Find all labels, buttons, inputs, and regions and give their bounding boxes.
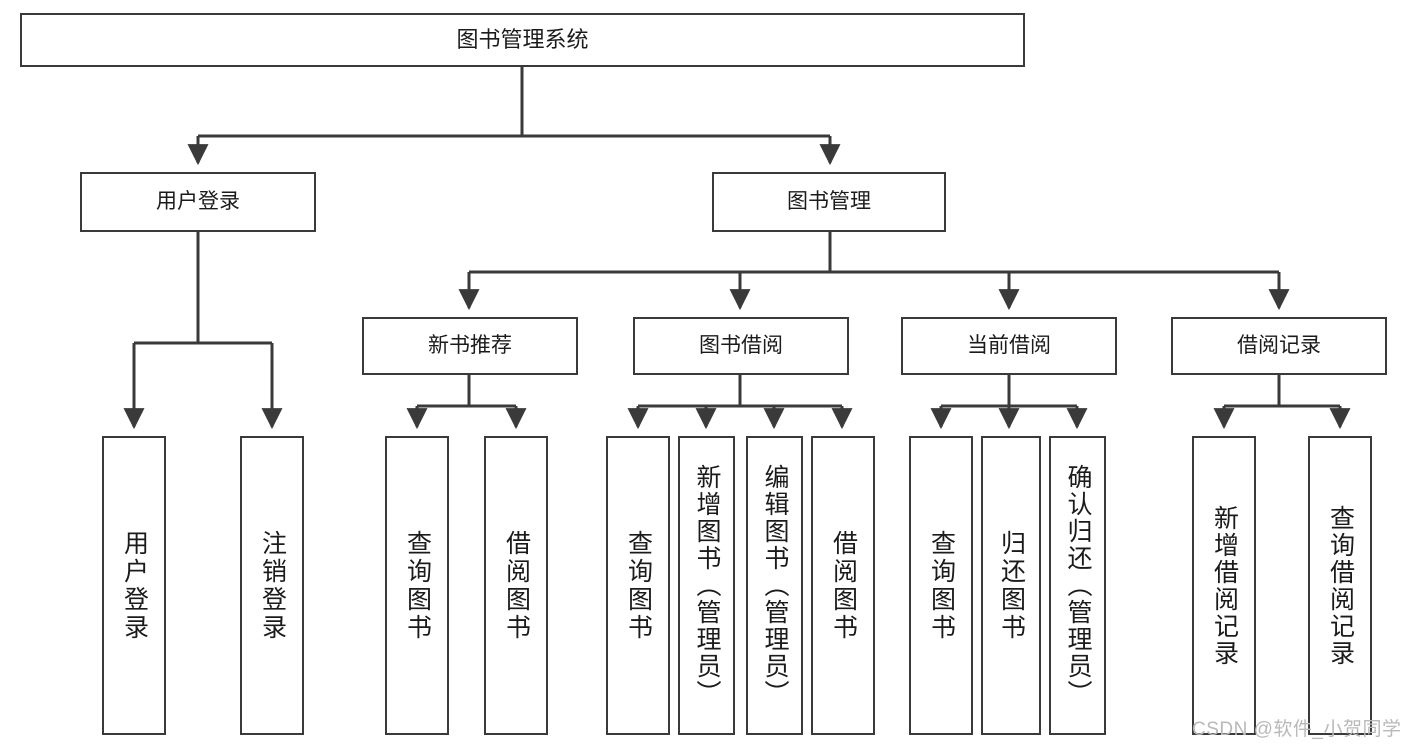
- node-leaf-query-book-3[interactable]: 查询图书: [909, 436, 973, 735]
- node-leaf-return-book[interactable]: 归还图书: [981, 436, 1041, 735]
- node-leaf-borrow-book-2-label: 借阅图书: [829, 529, 858, 642]
- node-current-borrow[interactable]: 当前借阅: [901, 317, 1117, 375]
- node-user-login[interactable]: 用户登录: [80, 172, 316, 232]
- node-leaf-logout-login-label: 注销登录: [258, 529, 287, 642]
- node-leaf-add-book-admin-label: 新增图书（管理员）: [693, 464, 721, 707]
- node-book-borrow[interactable]: 图书借阅: [633, 317, 849, 375]
- node-leaf-query-book-1-label: 查询图书: [403, 529, 432, 642]
- node-book-manage[interactable]: 图书管理: [712, 172, 946, 232]
- node-leaf-return-book-label: 归还图书: [997, 529, 1026, 642]
- node-book-manage-label: 图书管理: [787, 189, 871, 213]
- node-leaf-edit-book-admin-label: 编辑图书（管理员）: [761, 464, 789, 707]
- node-user-login-label: 用户登录: [156, 189, 240, 213]
- watermark-text: CSDN @软件_小贺同学: [1192, 719, 1402, 740]
- node-current-borrow-label: 当前借阅: [967, 333, 1051, 357]
- node-borrow-record[interactable]: 借阅记录: [1171, 317, 1387, 375]
- node-leaf-query-book-1[interactable]: 查询图书: [385, 436, 449, 735]
- node-leaf-confirm-return-admin-label: 确认归还（管理员）: [1064, 464, 1092, 707]
- node-leaf-add-borrow-record-label: 新增借阅记录: [1210, 504, 1239, 667]
- node-leaf-query-borrow-record[interactable]: 查询借阅记录: [1308, 436, 1372, 735]
- node-leaf-borrow-book-1-label: 借阅图书: [502, 529, 531, 642]
- node-new-book-recommend[interactable]: 新书推荐: [362, 317, 578, 375]
- node-leaf-query-borrow-record-label: 查询借阅记录: [1326, 504, 1355, 667]
- node-root-label: 图书管理系统: [456, 27, 589, 53]
- node-leaf-add-book-admin[interactable]: 新增图书（管理员）: [678, 436, 735, 735]
- node-leaf-confirm-return-admin[interactable]: 确认归还（管理员）: [1049, 436, 1106, 735]
- node-book-borrow-label: 图书借阅: [699, 333, 783, 357]
- node-leaf-add-borrow-record[interactable]: 新增借阅记录: [1192, 436, 1256, 735]
- node-leaf-query-book-3-label: 查询图书: [927, 529, 956, 642]
- node-leaf-edit-book-admin[interactable]: 编辑图书（管理员）: [746, 436, 803, 735]
- node-new-book-recommend-label: 新书推荐: [428, 333, 512, 357]
- node-borrow-record-label: 借阅记录: [1237, 333, 1321, 357]
- node-leaf-query-book-2-label: 查询图书: [624, 529, 653, 642]
- node-leaf-user-login[interactable]: 用户登录: [102, 436, 166, 735]
- node-leaf-logout-login[interactable]: 注销登录: [240, 436, 304, 735]
- node-root[interactable]: 图书管理系统: [20, 13, 1025, 67]
- node-leaf-query-book-2[interactable]: 查询图书: [606, 436, 670, 735]
- node-leaf-borrow-book-1[interactable]: 借阅图书: [484, 436, 548, 735]
- node-leaf-borrow-book-2[interactable]: 借阅图书: [811, 436, 875, 735]
- node-leaf-user-login-label: 用户登录: [120, 529, 149, 642]
